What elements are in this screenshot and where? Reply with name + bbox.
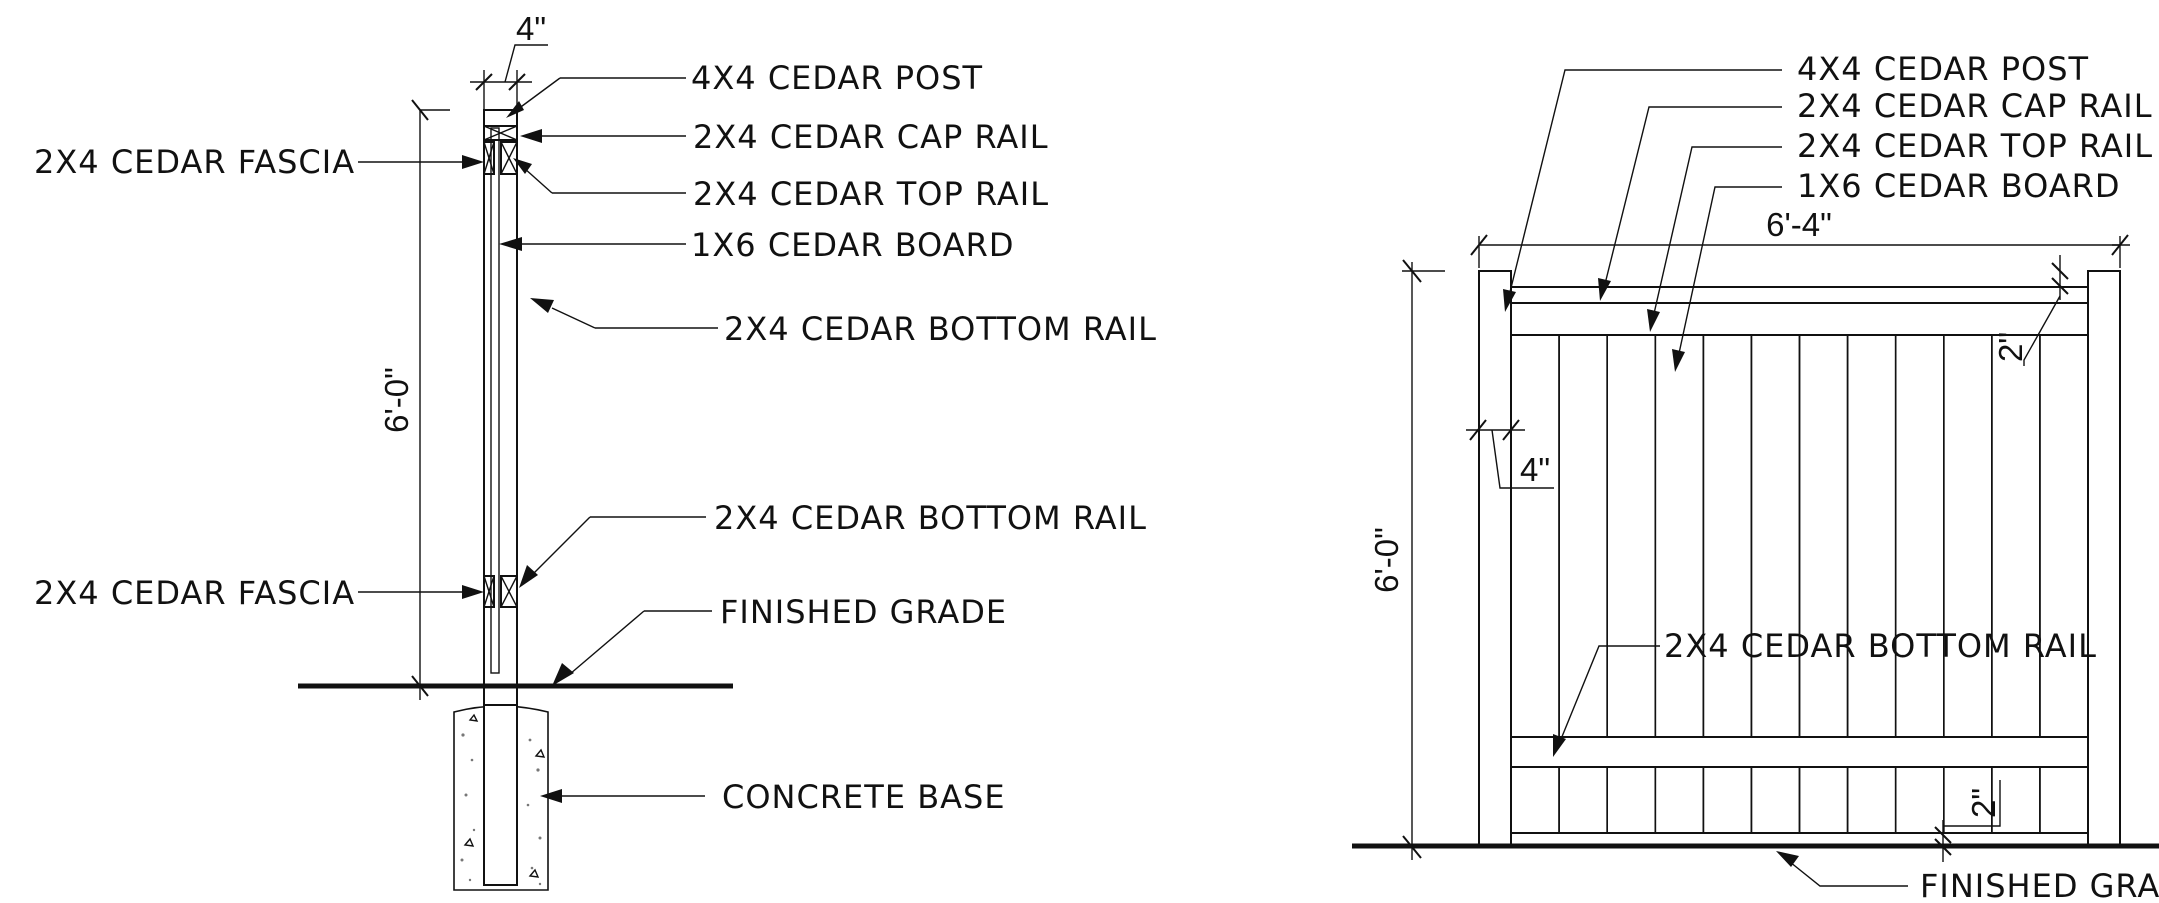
elevation-dim-top-gap: 2" (1992, 332, 2029, 362)
elevation-dim-width: 6'-4" (1766, 206, 1832, 243)
section-dim-post-width: 4" (516, 10, 546, 47)
section-board (490, 127, 500, 674)
section-label-post: 4X4 CEDAR POST (691, 59, 983, 97)
elevation-label-top-rail: 2X4 CEDAR TOP RAIL (1797, 127, 2153, 165)
elevation-post-right (2087, 270, 2121, 847)
elevation-dim-height: 6'-0" (1368, 527, 1405, 593)
section-cap-rail (483, 125, 518, 141)
section-fascia-upper (483, 141, 495, 175)
section-label-bottom-rail-upper: 2X4 CEDAR BOTTOM RAIL (724, 310, 1157, 348)
elevation-bottom-rail (1510, 736, 2089, 768)
section-label-cap-rail: 2X4 CEDAR CAP RAIL (693, 118, 1049, 156)
elevation-dim-bottom-gap: 2" (1965, 788, 2002, 818)
section-bottom-rail (500, 575, 518, 608)
elevation-label-bottom-rail: 2X4 CEDAR BOTTOM RAIL (1664, 627, 2097, 665)
section-fascia-lower (483, 575, 495, 608)
concrete-speckle (460, 713, 546, 886)
section-label-bottom-rail-lower: 2X4 CEDAR BOTTOM RAIL (714, 499, 1147, 537)
elevation-post-left (1478, 270, 1512, 847)
elevation-label-finished-grade: FINISHED GRADE (1920, 867, 2159, 903)
elevation-view: 6'-4" 6'-0" 4" 2" 2" 4X4 CEDAR POST (1352, 50, 2159, 903)
section-label-finished-grade: FINISHED GRADE (720, 593, 1007, 631)
section-label-top-rail: 2X4 CEDAR TOP RAIL (693, 175, 1049, 213)
section-label-concrete-base: CONCRETE BASE (722, 778, 1006, 816)
section-label-board: 1X6 CEDAR BOARD (691, 226, 1015, 264)
section-label-fascia-lower: 2X4 CEDAR FASCIA (34, 574, 355, 612)
section-top-rail (500, 141, 518, 175)
section-view: 4" 6'-0" 4X4 CEDAR POST 2X4 CEDAR CAP RA… (34, 10, 1157, 891)
section-dim-height: 6'-0" (378, 367, 415, 433)
elevation-label-cap-rail: 2X4 CEDAR CAP RAIL (1797, 87, 2153, 125)
elevation-dim-post-width: 4" (1520, 451, 1550, 488)
elevation-label-post: 4X4 CEDAR POST (1797, 50, 2089, 88)
elevation-label-board: 1X6 CEDAR BOARD (1797, 167, 2121, 205)
section-label-fascia-upper: 2X4 CEDAR FASCIA (34, 143, 355, 181)
